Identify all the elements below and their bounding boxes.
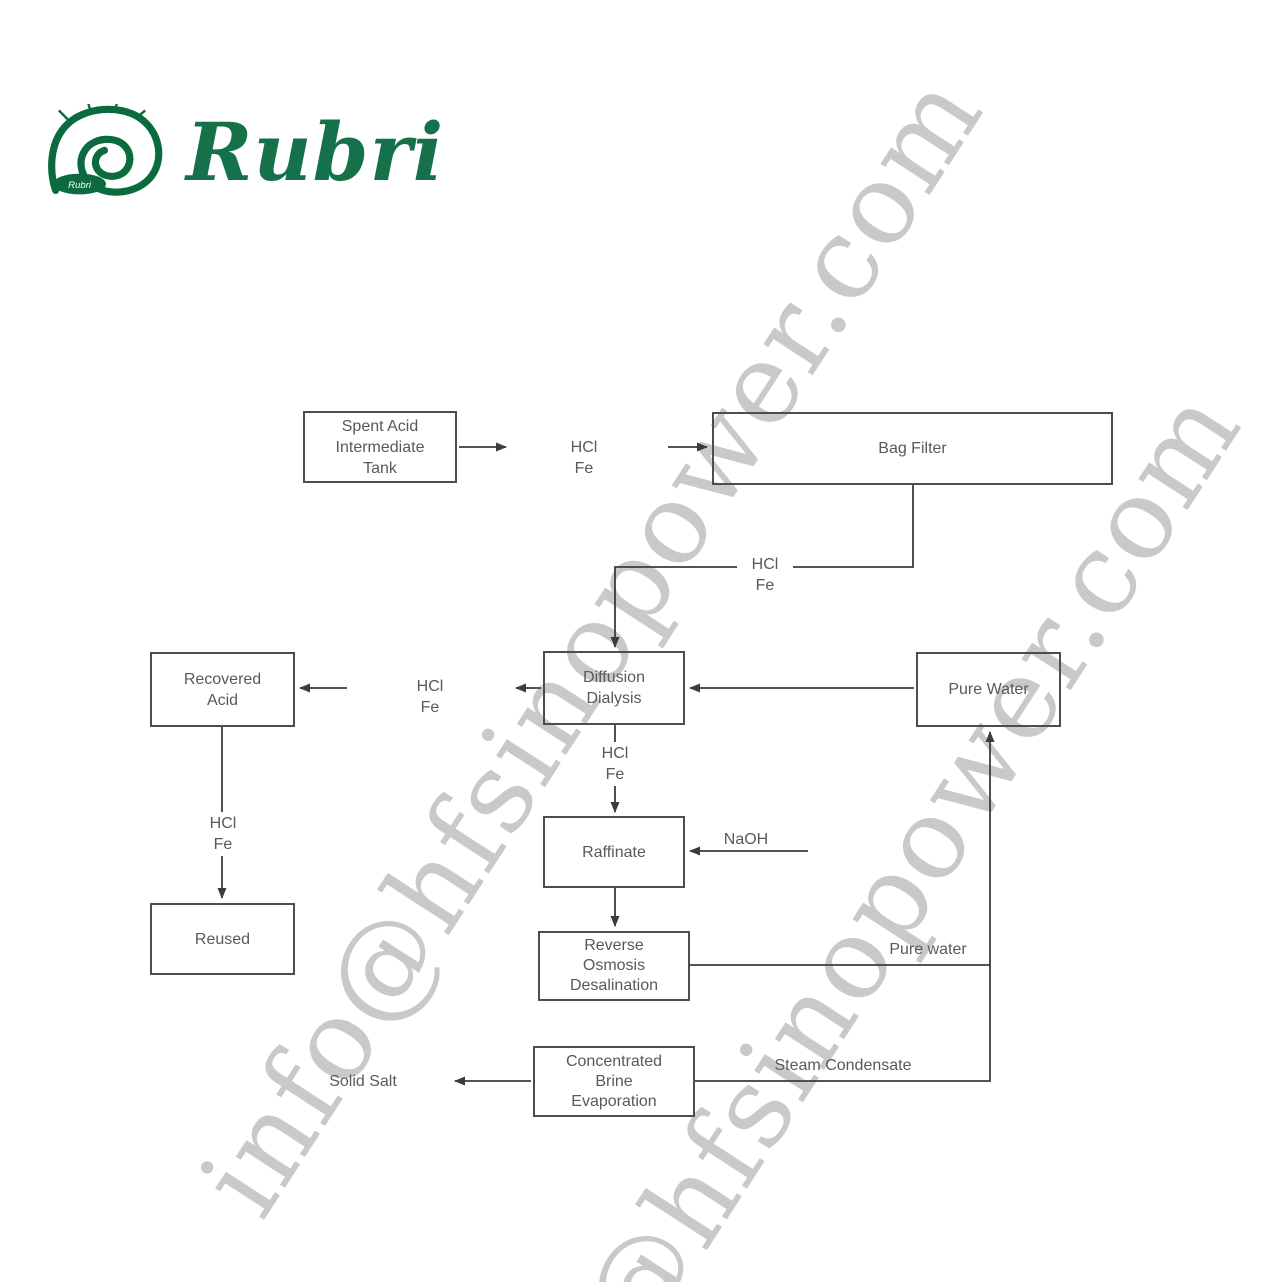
box-text: Desalination <box>569 977 659 994</box>
label-fe: Fe <box>755 577 775 594</box>
box-reused: Reused <box>150 903 295 975</box>
label-hcl: HCl <box>416 678 444 695</box>
label-pure-water-text: Pure water <box>889 941 967 958</box>
label-steam-condensate-text: Steam Condensate <box>774 1057 912 1074</box>
box-text: Diffusion <box>583 669 645 686</box>
label-hcl-fe-tank-bagfilter: HCl Fe <box>556 437 612 479</box>
logo: Rubri Rubri <box>46 104 444 200</box>
box-text: Acid <box>206 691 239 709</box>
logo-banner <box>53 173 106 195</box>
box-text: Brine <box>595 1072 633 1090</box>
box-text: Concentrated <box>565 1052 663 1070</box>
box-text: Pure Water <box>948 681 1029 698</box>
label-hcl: HCl <box>570 439 598 456</box>
box-diffusion-dialysis: Diffusion Dialysis <box>543 651 685 725</box>
label-hcl: HCl <box>601 745 629 762</box>
box-recovered-acid: Recovered Acid <box>150 652 295 727</box>
label-naoh: NaOH <box>714 829 778 850</box>
label-hcl: HCl <box>751 556 779 573</box>
label-fe: Fe <box>213 836 233 853</box>
label-steam-condensate: Steam Condensate <box>753 1055 933 1076</box>
box-reverse-osmosis: Reverse Osmosis Desalination <box>538 931 690 1001</box>
box-bag-filter: Bag Filter <box>712 412 1113 485</box>
logo-shell-icon: Rubri <box>48 104 163 196</box>
label-hcl-fe-recovered-reused: HCl Fe <box>195 812 251 856</box>
label-hcl: HCl <box>209 815 237 832</box>
label-hcl-fe-diffusion-recovered: HCl Fe <box>402 676 458 718</box>
box-text: Dialysis <box>586 690 642 707</box>
brand-name: Rubri <box>186 105 445 199</box>
box-text: Recovered <box>183 670 262 688</box>
box-text: Tank <box>363 459 397 477</box>
box-text: Osmosis <box>582 957 646 974</box>
label-fe: Fe <box>420 699 440 716</box>
box-spent-acid-tank: Spent Acid Intermediate Tank <box>303 411 457 483</box>
label-solid-salt-text: Solid Salt <box>329 1073 397 1090</box>
label-solid-salt: Solid Salt <box>318 1071 408 1092</box>
label-hcl-fe-diffusion-raffinate: HCl Fe <box>587 742 643 786</box>
label-fe: Fe <box>605 766 625 783</box>
box-text: Intermediate <box>335 438 425 456</box>
box-text: Reused <box>194 930 251 948</box>
box-pure-water: Pure Water <box>916 652 1061 727</box>
box-text: Spent Acid <box>341 417 419 435</box>
label-pure-water: Pure water <box>876 939 980 960</box>
label-hcl-fe-bagfilter-diffusion: HCl Fe <box>737 553 793 597</box>
box-text: Evaporation <box>571 1092 657 1110</box>
label-naoh-text: NaOH <box>723 831 769 848</box>
label-fe: Fe <box>574 460 594 477</box>
line-steamcondensate-to-purewater <box>695 965 991 1082</box>
box-raffinate: Raffinate <box>543 816 685 888</box>
logo-banner-label: Rubri <box>68 180 92 191</box>
box-concentrated-brine: Concentrated Brine Evaporation <box>533 1046 695 1117</box>
box-text: Bag Filter <box>878 440 947 457</box>
box-text: Reverse <box>584 937 644 954</box>
box-text: Raffinate <box>582 843 646 861</box>
